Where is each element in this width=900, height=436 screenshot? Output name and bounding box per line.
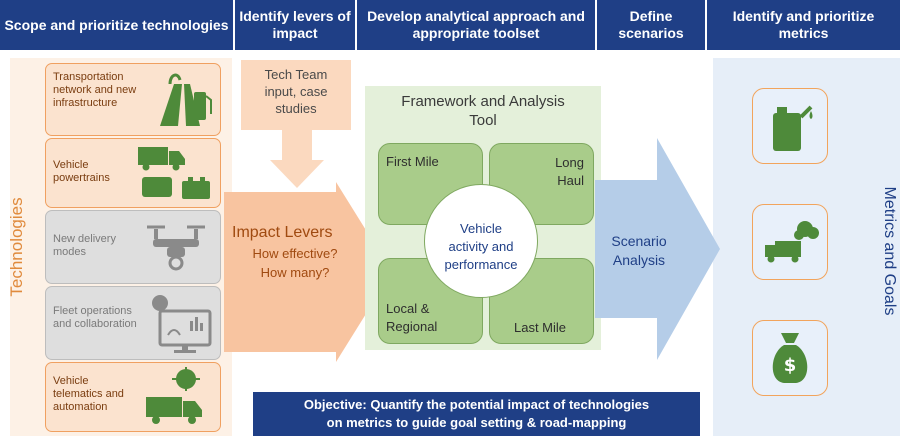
tech-item-fleet-operations: Fleet operations and collaboration (45, 286, 221, 360)
header-levers: Identify levers of impact (235, 0, 355, 50)
header-scenarios-text: Define scenarios (618, 8, 684, 41)
header-levers-text: Identify levers of impact (239, 8, 351, 41)
impact-levers-arrow (224, 182, 392, 362)
center-circle (424, 184, 538, 298)
tech-item-transportation: Transportation network and new infrastru… (45, 63, 221, 136)
tech-team-input-box (241, 60, 351, 130)
framework-title: Framework and Analysis Tool (401, 93, 565, 129)
header-scope-text: Scope and prioritize technologies (4, 16, 229, 33)
impact-levers-line2: How many? (260, 265, 330, 280)
money-bag-icon: $ (772, 333, 808, 383)
tech-item-label: Transportation network and new infrastru… (53, 71, 137, 109)
tech-item-delivery-modes: New delivery modes (45, 210, 221, 284)
tech-item-telematics: Vehicle telematics and automation (45, 362, 221, 432)
analytics-monitor-icon (152, 295, 212, 353)
metric-emissions (752, 204, 828, 280)
header-scope: Scope and prioritize technologies (0, 0, 233, 50)
metrics-vertical-label: Metrics and Goals (881, 186, 898, 316)
road-icon (160, 73, 212, 126)
scenario-analysis-label: Scenario Analysis (611, 233, 667, 268)
objective-line2: on metrics to guide goal setting & road-… (326, 415, 627, 430)
header-metrics: Identify and prioritize metrics (707, 0, 900, 50)
down-arrow (270, 130, 324, 188)
tech-item-label: Fleet operations and collaboration (53, 305, 137, 330)
impact-levers-title: Impact Levers (232, 224, 333, 241)
svg-text:$: $ (784, 355, 797, 376)
header-scenarios: Define scenarios (597, 0, 705, 50)
quadrant-first-mile-label: First Mile (386, 154, 439, 169)
metric-cost: $ (752, 320, 828, 396)
center-circle-label: Vehicle activity and performance (444, 221, 518, 272)
technologies-vertical-label: Technologies (7, 197, 26, 297)
impact-levers-line1: How effective? (252, 246, 338, 261)
tech-team-input-text: Tech Team input, case studies (264, 67, 328, 116)
quadrant-long-haul-label: Long Haul (555, 155, 584, 188)
tech-item-label: Vehicle powertrains (53, 159, 110, 184)
drone-icon (147, 225, 205, 271)
objective-banner: Objective: Quantify the potential impact… (253, 392, 700, 436)
tech-item-label: New delivery modes (53, 233, 116, 258)
objective-line1: Objective: Quantify the potential impact… (303, 397, 650, 412)
tech-item-label: Vehicle telematics and automation (53, 375, 124, 413)
quadrant-local-regional-label: Local & Regional (386, 301, 438, 334)
header-approach-text: Develop analytical approach and appropri… (367, 8, 585, 41)
fuel-can-icon (773, 105, 813, 151)
tech-item-powertrains: Vehicle powertrains (45, 138, 221, 208)
metric-fuel (752, 88, 828, 164)
truck-emissions-icon (765, 221, 819, 263)
connected-truck-icon (146, 367, 202, 424)
quadrant-last-mile-label: Last Mile (514, 320, 567, 335)
header-metrics-text: Identify and prioritize metrics (732, 8, 875, 41)
header-approach: Develop analytical approach and appropri… (357, 0, 595, 50)
truck-engine-battery-icon (138, 147, 210, 199)
scenario-arrow (595, 138, 720, 360)
